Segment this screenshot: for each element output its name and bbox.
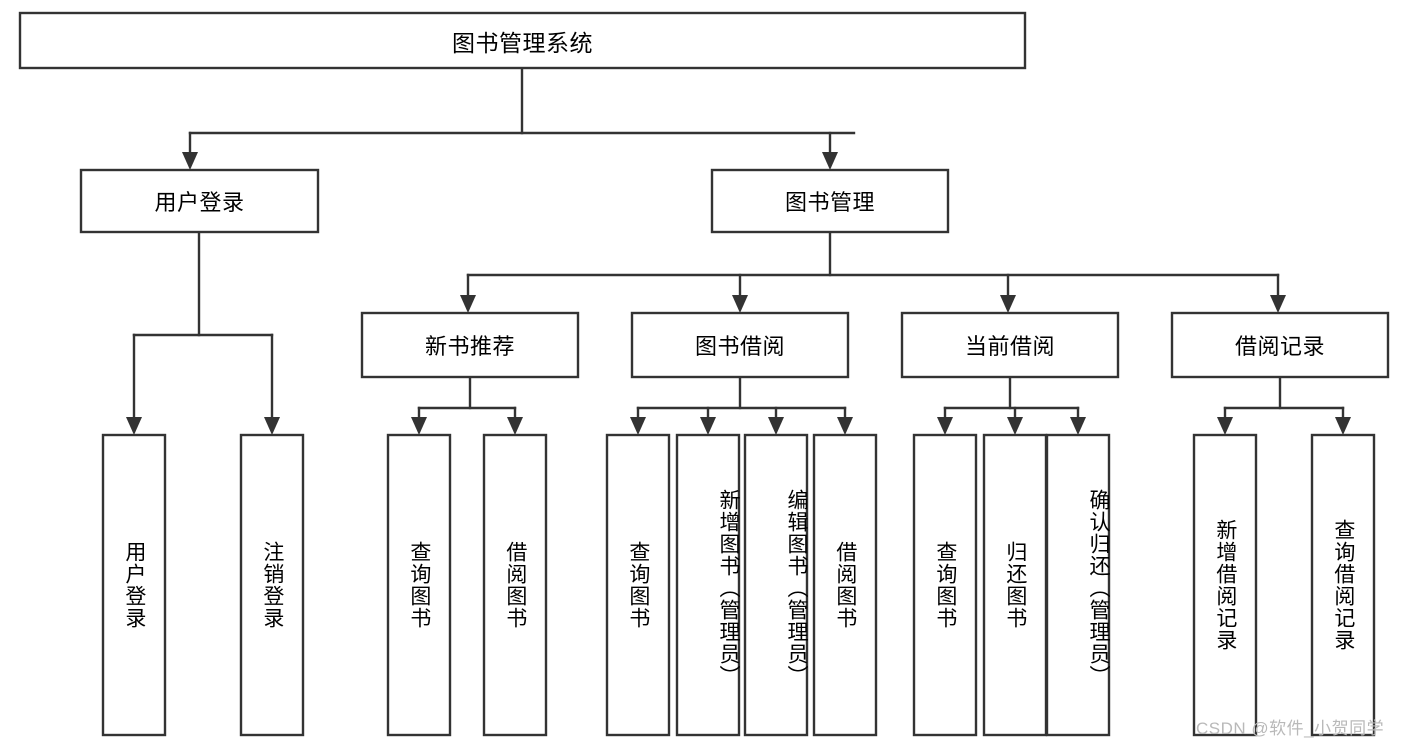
leaf-new-book-1[interactable] [482,433,548,737]
connector-newbook-to-leaves [411,375,523,435]
leaf-book-borrow-0[interactable] [605,433,671,737]
leaf-new-book-0[interactable] [386,433,452,737]
leaf-current-borrow-0[interactable] [912,433,978,737]
leaf-borrow-record-1[interactable] [1310,433,1376,737]
node-new-book-recommend[interactable] [360,311,580,379]
node-current-borrow[interactable] [900,311,1120,379]
connector-userlogin-to-leaves [126,230,280,435]
leaf-book-borrow-3[interactable] [812,433,878,737]
connector-root-to-level2 [182,66,856,170]
node-user-login[interactable] [79,168,320,234]
leaf-current-borrow-2[interactable] [1045,433,1111,737]
leaf-user-login-0[interactable] [101,433,167,737]
leaf-borrow-record-0[interactable] [1192,433,1258,737]
leaf-book-borrow-2[interactable] [743,433,809,737]
watermark-text: CSDN @软件_小贺同学 [1196,719,1385,738]
connector-bookmgmt-to-level3 [460,230,1286,313]
connector-bookborrow-to-leaves [630,375,853,435]
connector-borrowrecord-to-leaves [1217,375,1351,435]
node-root[interactable] [18,11,1027,70]
node-book-borrow[interactable] [630,311,850,379]
node-borrow-record[interactable] [1170,311,1390,379]
leaf-current-borrow-1[interactable] [982,433,1048,737]
leaf-book-borrow-1[interactable] [675,433,741,737]
connector-currentborrow-to-leaves [937,375,1086,435]
leaf-user-login-1[interactable] [239,433,305,737]
node-book-management[interactable] [710,168,950,234]
